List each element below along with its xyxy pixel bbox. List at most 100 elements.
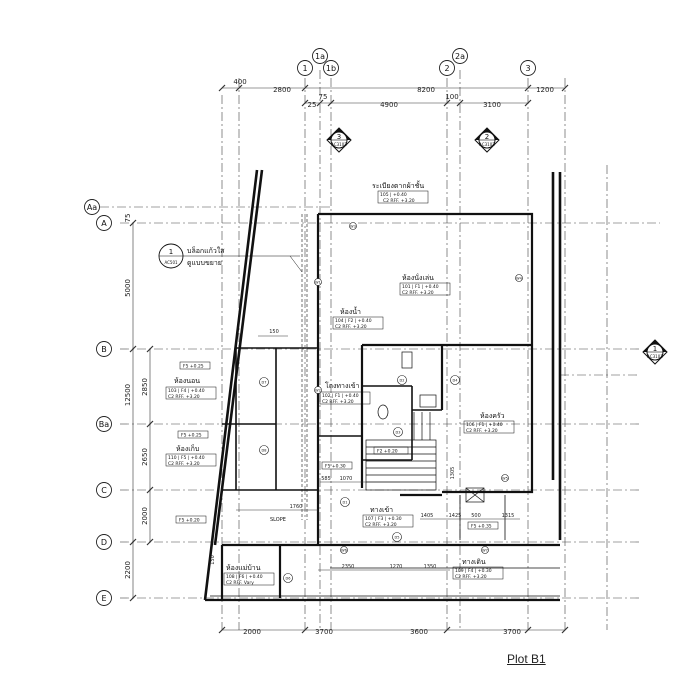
window-tag-icon (349, 222, 357, 230)
section-mark-2-num: 2 (485, 133, 489, 141)
grid-label-A: A (101, 219, 107, 228)
grid-bubble-Aa (84, 199, 100, 215)
opening-tag-labels: D1 D2 D3 D4 D5 D6 D7 D8 W1 W2 W3 W4 W5 W… (262, 225, 523, 581)
room-finish: C2 RFF. +3.20 (466, 428, 498, 434)
dim-left-2000: 2000 (141, 507, 149, 525)
grid-bubble-1b (323, 60, 339, 76)
room-finish: C2 RFF. +3.20 (335, 324, 367, 330)
door-tag-icon (397, 375, 407, 385)
detail-mark: 1 AC501 บล็อกแก้วใส ดูแบบขยาย (158, 243, 303, 273)
door-tag-label: D4 (453, 379, 459, 383)
section-mark-3: 3 AC3102 (326, 127, 352, 153)
window-tag-label: W2 (315, 389, 321, 393)
section-mark-1-ref: AC3101 (647, 354, 663, 359)
room-name: ห้องน้ำ (340, 305, 361, 316)
window-tag-label: W7 (482, 549, 488, 553)
grid-bubble-2 (439, 60, 455, 76)
room-tag-storage: ห้องเก็บ 110 | F5 | +0.40 C2 RFF. +3.20 (168, 444, 205, 467)
dim-left-2200: 2200 (124, 561, 132, 579)
section-mark-1-num: 1 (653, 345, 657, 353)
room-codes: 108 | F6 | +0.40 (226, 574, 263, 580)
grid-label-1: 1 (302, 64, 307, 73)
grid-bubble-A (96, 215, 112, 231)
door-tag-label: D1 (343, 501, 348, 505)
dim-bottom-3700-b: 3700 (503, 628, 521, 636)
wall-slanted-left (203, 169, 264, 601)
grid-bubble-D (96, 534, 112, 550)
room-finish: C2 RFF. +3.20 (383, 198, 415, 204)
dimension-lines (129, 84, 569, 634)
door-tag-label: D2 (400, 379, 405, 383)
window-tag-label: W6 (341, 549, 347, 553)
grid-bubble-1 (297, 60, 313, 76)
room-codes: 106 | F1 | +0.40 (466, 422, 503, 428)
floor-tag: F5 +0.35 (471, 524, 492, 530)
dim-top-25: 25 (308, 101, 317, 109)
window-tag-label: W1 (315, 281, 321, 285)
dim-bottom-3700-a: 3700 (315, 628, 333, 636)
section-marks: 3 AC3102 2 AC3102 1 AC3101 1 AC501 (158, 127, 668, 365)
window-tag-icon (340, 546, 348, 554)
door-tag-label: D7 (262, 381, 267, 385)
plot-label: Plot B1 (507, 652, 546, 666)
room-finish: C2 RFF. +3.20 (168, 461, 200, 467)
walls (203, 169, 562, 602)
dim-left-5000: 5000 (124, 279, 132, 297)
room-tag-bathroom: ห้องน้ำ 104 | F2 | +0.40 C2 RFF. +3.20 (335, 305, 372, 330)
grid-label-D: D (101, 538, 107, 547)
room-finish: C2 RFF. +3.20 (168, 394, 200, 400)
floor-tag: F5 +0.25 (181, 433, 202, 439)
room-name: ห้องนอน (174, 377, 200, 385)
inner-dimensions: 150 1760 585 1070 1305 1405 1425 500 131… (210, 329, 520, 571)
door-tag-icon (283, 573, 293, 583)
grid-bubbles (84, 48, 536, 606)
wall-right (551, 172, 562, 540)
grid-label-Ba: Ba (99, 420, 109, 429)
room-tag-bedroom: ห้องนอน 103 | F4 | +0.40 C2 RFF. +3.20 (168, 377, 205, 400)
slope-label: SLOPE (270, 517, 286, 523)
room-tag-laundry: ระเบียงตากผ้าชั้น 105 | +0.40 C2 RFF. +3… (372, 179, 424, 204)
inner-dim: 150 (210, 555, 216, 565)
room-finish: C2 RFF. +3.20 (322, 399, 354, 405)
dim-top-2800: 2800 (273, 86, 291, 94)
door-tag-icon (340, 497, 350, 507)
room-codes: 103 | F4 | +0.40 (168, 388, 205, 394)
room-finish: C2 RFF. +3.20 (365, 522, 397, 528)
door-tag-icon (259, 377, 269, 387)
window-tag-icon (314, 386, 322, 394)
grid-bubble-B (96, 341, 112, 357)
room-name: ระเบียงตากผ้าชั้น (372, 179, 424, 190)
window-tag-icon (481, 546, 489, 554)
section-mark-3-num: 3 (337, 133, 341, 141)
inner-dim: 500 (471, 513, 481, 519)
dim-top-75: 75 (319, 93, 328, 101)
dim-top-1200: 1200 (536, 86, 554, 94)
window-tag-label: W3 (350, 225, 356, 229)
room-finish: C2 RFF. +3.20 (455, 574, 487, 580)
detail-note-1: บล็อกแก้วใส (187, 246, 225, 255)
grid-label-1a: 1a (315, 52, 325, 61)
dim-left-12500: 12500 (124, 384, 132, 406)
grid-label-3: 3 (525, 64, 530, 73)
window-tag-icon (515, 274, 523, 282)
dim-top-8200: 8200 (417, 86, 435, 94)
room-codes: 101 | F1 | +0.40 (402, 284, 439, 290)
inner-dim: 585 (321, 476, 331, 482)
wall-bottom-thin (210, 495, 560, 597)
detail-mark-ref: AC501 (164, 260, 178, 265)
room-name: ห้องเก็บ (176, 444, 199, 453)
inner-dim: 1315 (502, 513, 515, 519)
inner-dim: 1405 (421, 513, 434, 519)
window-tag-icon (501, 474, 509, 482)
floor-tag: F5 +0.20 (179, 518, 200, 524)
inner-dim: 1270 (390, 564, 403, 570)
door-tag-icon (393, 427, 403, 437)
detail-note-2: ดูแบบขยาย (187, 259, 222, 267)
floor-tag: F2 +0.20 (377, 449, 398, 455)
grid-bubble-3 (520, 60, 536, 76)
room-codes: 107 | F3 | +0.30 (365, 516, 402, 522)
room-name: ห้องครัว (480, 412, 505, 420)
room-labels: ระเบียงตากผ้าชั้น 105 | +0.40 C2 RFF. +3… (165, 179, 515, 586)
inner-dim: 2350 (342, 564, 355, 570)
